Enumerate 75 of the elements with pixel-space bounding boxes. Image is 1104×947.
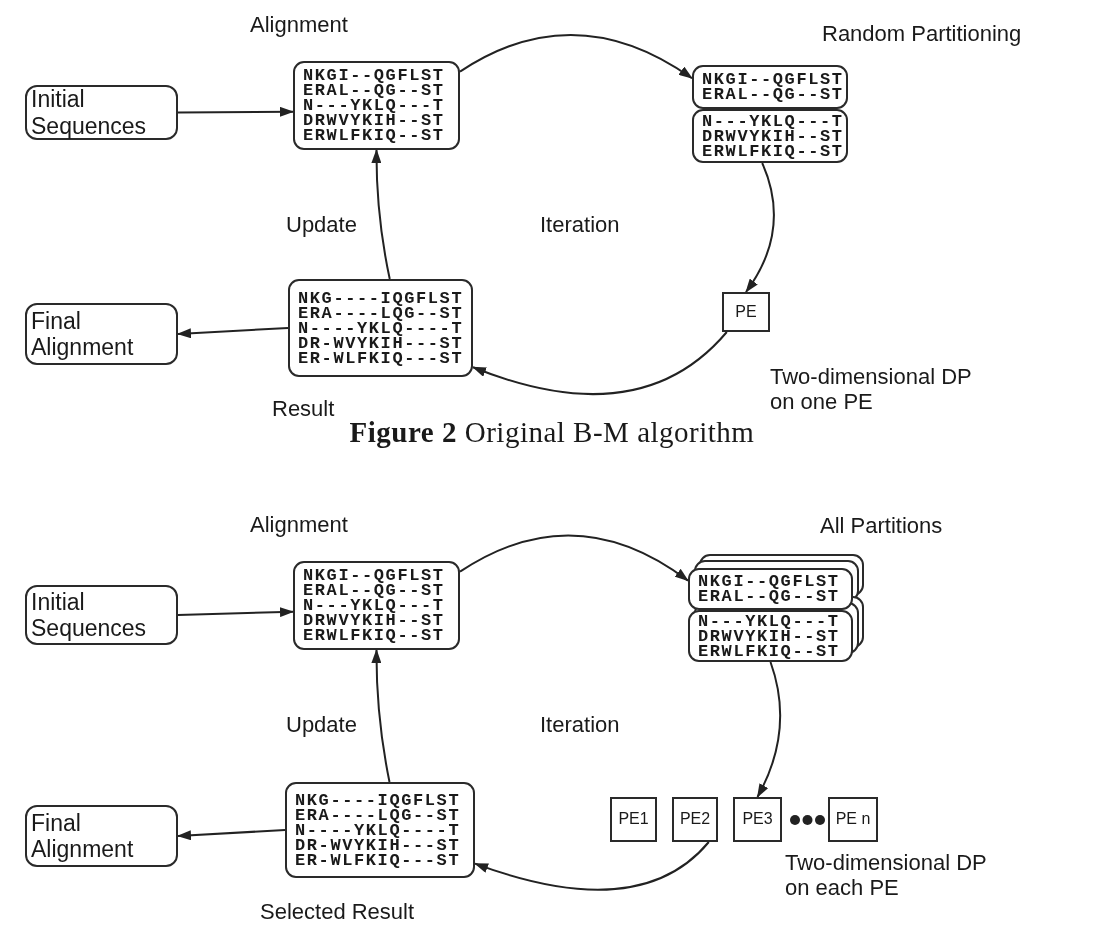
process-box	[25, 805, 178, 867]
processor-box	[828, 797, 878, 842]
sequence-row: N---YKLQ---T	[698, 613, 840, 629]
arrow	[745, 162, 775, 293]
box-heading: Random Partitioning	[822, 22, 1022, 47]
arrow	[177, 829, 286, 841]
sequence-row: DRWVYKIH--ST	[303, 113, 445, 128]
process-box	[25, 585, 178, 645]
sequence-row: ERAL--QG--ST	[303, 83, 445, 98]
processor-box	[733, 797, 782, 842]
arrow	[177, 327, 289, 339]
process-box	[25, 303, 178, 365]
sequence-row: DRWVYKIH--ST	[702, 128, 844, 144]
sequence-row: DRWVYKIH--ST	[303, 613, 445, 628]
arrow	[474, 841, 710, 891]
box-heading: Alignment	[250, 13, 348, 38]
sequence-alignment-box	[688, 610, 853, 662]
box-heading: All Partitions	[820, 514, 943, 539]
sequence-row: NKGI--QGFLST	[303, 68, 445, 83]
sequence-row: ERWLFKIQ--ST	[303, 128, 445, 143]
arrow	[371, 149, 391, 280]
process-box	[25, 85, 178, 140]
box-label: PE n	[835, 810, 871, 829]
sequence-row: N----YKLQ----T	[298, 320, 464, 336]
annotation-text: Iteration	[540, 212, 620, 238]
sequence-row: ER-WLFKIQ---ST	[295, 852, 461, 868]
sequence-row: N---YKLQ---T	[303, 98, 445, 113]
sequence-row: ERWLFKIQ--ST	[698, 643, 840, 659]
sequence-alignment-box	[692, 109, 848, 163]
box-label: PE3	[742, 810, 773, 829]
sequence-row: ER-WLFKIQ---ST	[298, 350, 464, 366]
box-label: Final Alignment	[31, 809, 135, 863]
processor-box	[672, 797, 718, 842]
sequence-row: ERAL--QG--ST	[303, 583, 445, 598]
annotation-text: Update	[286, 212, 357, 238]
sequence-row: N----YKLQ----T	[295, 822, 461, 838]
box-heading: Selected Result	[260, 900, 415, 925]
sequence-row: ERWLFKIQ--ST	[702, 143, 844, 159]
annotation-text: Update	[286, 712, 357, 738]
arrow	[756, 661, 782, 798]
sequence-row: DR-WVYKIH---ST	[298, 335, 464, 351]
sequence-row: NKGI--QGFLST	[303, 568, 445, 583]
box-label: Initial Sequences	[31, 588, 148, 642]
processor-box	[610, 797, 657, 842]
sequence-row: N---YKLQ---T	[303, 598, 445, 613]
annotation-text: Two-dimensional DP on each PE	[785, 850, 988, 901]
arrow	[472, 331, 728, 396]
processor-box	[722, 292, 770, 332]
box-heading: Result	[272, 397, 335, 422]
arrow	[177, 607, 294, 618]
sequence-row: ERA----LQG--ST	[295, 807, 461, 823]
arrow	[459, 534, 689, 582]
sequence-row: ERAL--QG--ST	[698, 589, 840, 604]
annotation-text: Two-dimensional DP on one PE	[770, 364, 973, 415]
box-label: PE	[735, 302, 757, 322]
box-label: Final Alignment	[31, 307, 135, 361]
annotation-text: Iteration	[540, 712, 620, 738]
sequence-row: ERWLFKIQ--ST	[303, 628, 445, 643]
sequence-row: ERA----LQG--ST	[298, 305, 464, 321]
sequence-row: NKG----IQGFLST	[298, 290, 464, 306]
arrow	[459, 33, 693, 80]
box-label: PE1	[618, 810, 649, 829]
sequence-row: NKGI--QGFLST	[698, 574, 840, 589]
sequence-row: ERAL--QG--ST	[702, 87, 844, 102]
sequence-row: NKG----IQGFLST	[295, 792, 461, 808]
sequence-row: DR-WVYKIH---ST	[295, 837, 461, 853]
box-label: PE2	[679, 810, 711, 829]
sequence-row: NKGI--QGFLST	[702, 72, 844, 87]
sequence-row: DRWVYKIH--ST	[698, 628, 840, 644]
sequence-row: N---YKLQ---T	[702, 113, 844, 129]
box-label: Initial Sequences	[31, 86, 148, 139]
arrow	[371, 649, 391, 783]
arrow	[177, 106, 294, 117]
box-heading: Alignment	[250, 513, 348, 538]
figure-caption: Figure 2 Original B-M algorithm	[349, 416, 755, 448]
